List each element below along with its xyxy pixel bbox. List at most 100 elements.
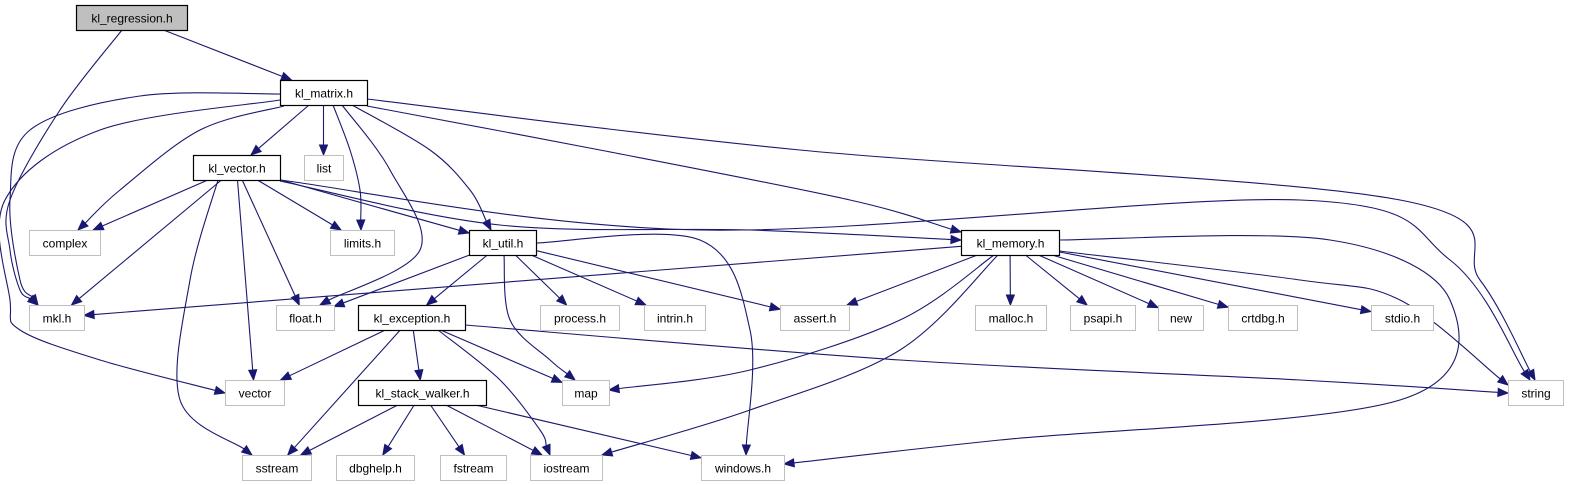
node-box — [1070, 305, 1136, 331]
node-kl-exception[interactable]: kl_exception.h — [357, 304, 467, 332]
edge-kl-memory-to-string — [1058, 250, 1501, 380]
node-string: string — [1508, 380, 1564, 406]
node-box — [440, 455, 507, 481]
edge-kl-vector-to-float — [241, 179, 296, 297]
node-iostream: iostream — [530, 455, 603, 481]
node-box — [468, 229, 538, 257]
arrowhead-icon — [82, 309, 95, 320]
node-label: process.h — [554, 312, 606, 326]
node-box — [975, 305, 1047, 331]
node-label: assert.h — [794, 312, 837, 326]
arrowhead-icon — [213, 385, 227, 395]
node-label: dbghelp.h — [349, 462, 402, 476]
node-box — [644, 305, 706, 331]
edges-layer — [0, 29, 1536, 468]
node-label: sstream — [256, 462, 299, 476]
arrowhead-icon — [318, 144, 329, 157]
node-label: kl_util.h — [483, 237, 524, 251]
edge-kl-memory-to-mkl — [93, 245, 962, 316]
node-box — [780, 305, 850, 331]
edge-kl-memory-to-map — [618, 254, 995, 390]
node-label: limits.h — [344, 237, 381, 251]
edge-kl-stack-walker-to-windows — [475, 404, 692, 457]
node-label: windows.h — [714, 462, 771, 476]
arrowhead-icon — [1075, 294, 1089, 306]
edge-kl-exception-to-map — [440, 329, 554, 379]
node-process: process.h — [540, 305, 620, 331]
node-stdio: stdio.h — [1371, 305, 1434, 331]
node-assert: assert.h — [780, 305, 850, 331]
arrowhead-icon — [290, 293, 300, 307]
arrowhead-icon — [332, 298, 346, 308]
arrowhead-icon — [845, 296, 859, 306]
node-limits: limits.h — [330, 230, 395, 256]
node-box — [357, 379, 488, 407]
node-box — [192, 154, 282, 182]
arrowhead-icon — [318, 295, 332, 306]
node-label: float.h — [289, 312, 322, 326]
edge-kl-memory-to-psapi — [1025, 254, 1080, 300]
node-box — [304, 155, 344, 181]
node-box — [530, 455, 603, 481]
arrowhead-icon — [607, 383, 621, 394]
arrowhead-icon — [634, 296, 648, 306]
arrowhead-icon — [329, 220, 343, 231]
arrowhead-icon — [950, 234, 963, 245]
node-label: psapi.h — [1084, 312, 1123, 326]
node-box — [279, 79, 369, 107]
node-box — [225, 380, 285, 406]
edge-kl-exception-to-vector — [289, 329, 386, 377]
edge-kl-memory-to-crtdbg — [1051, 254, 1219, 305]
node-kl-regression[interactable]: kl_regression.h — [75, 4, 189, 32]
node-psapi: psapi.h — [1070, 305, 1136, 331]
edge-kl-matrix-to-vector — [0, 99, 281, 391]
node-kl-util[interactable]: kl_util.h — [468, 229, 538, 257]
node-label: kl_regression.h — [91, 12, 172, 26]
edge-kl-matrix-to-complex — [84, 105, 285, 224]
node-label: kl_matrix.h — [295, 87, 353, 101]
edge-kl-memory-to-stdio — [1058, 251, 1362, 311]
arrowhead-icon — [481, 218, 492, 232]
arrowhead-icon — [1216, 299, 1230, 309]
arrowhead-icon — [741, 444, 752, 457]
edge-kl-stack-walker-to-sstream — [309, 404, 399, 451]
node-complex: complex — [29, 230, 101, 256]
edge-kl-vector-to-complex — [102, 179, 209, 227]
edge-kl-util-to-windows — [535, 233, 754, 446]
edge-kl-stack-walker-to-iostream — [445, 404, 534, 451]
arrowhead-icon — [768, 302, 782, 312]
node-label: kl_memory.h — [977, 237, 1045, 251]
arrowhead-icon — [555, 294, 568, 306]
node-box — [1371, 305, 1434, 331]
arrowhead-icon — [249, 144, 263, 156]
node-box — [960, 229, 1061, 257]
node-box — [29, 305, 85, 331]
arrowhead-icon — [28, 293, 39, 307]
arrowhead-icon — [600, 447, 614, 457]
node-map: map — [562, 380, 610, 406]
node-kl-matrix[interactable]: kl_matrix.h — [279, 79, 369, 107]
arrowhead-icon — [530, 445, 544, 456]
edge-kl-exception-to-iostream — [437, 329, 547, 446]
arrowhead-icon — [1359, 304, 1373, 315]
node-kl-memory[interactable]: kl_memory.h — [960, 229, 1061, 257]
arrowhead-icon — [689, 450, 703, 461]
edge-kl-vector-to-string — [279, 179, 1525, 372]
arrowhead-icon — [1005, 294, 1016, 307]
edge-kl-exception-to-kl-stack-walker — [412, 329, 420, 371]
edge-kl-stack-walker-to-dbghelp — [387, 404, 415, 447]
node-mkl: mkl.h — [29, 305, 85, 331]
node-windows: windows.h — [701, 455, 785, 481]
node-label: complex — [43, 237, 88, 251]
node-dbghelp: dbghelp.h — [336, 455, 415, 481]
node-kl-vector[interactable]: kl_vector.h — [192, 154, 282, 182]
arrowhead-icon — [382, 443, 393, 457]
edge-kl-vector-to-mkl — [78, 179, 222, 300]
edge-kl-util-to-intrin — [530, 254, 637, 302]
node-kl-stack-walker[interactable]: kl_stack_walker.h — [357, 379, 488, 407]
node-label: new — [1170, 312, 1192, 326]
edge-kl-matrix-to-limits — [332, 104, 362, 221]
arrowhead-icon — [457, 225, 471, 235]
